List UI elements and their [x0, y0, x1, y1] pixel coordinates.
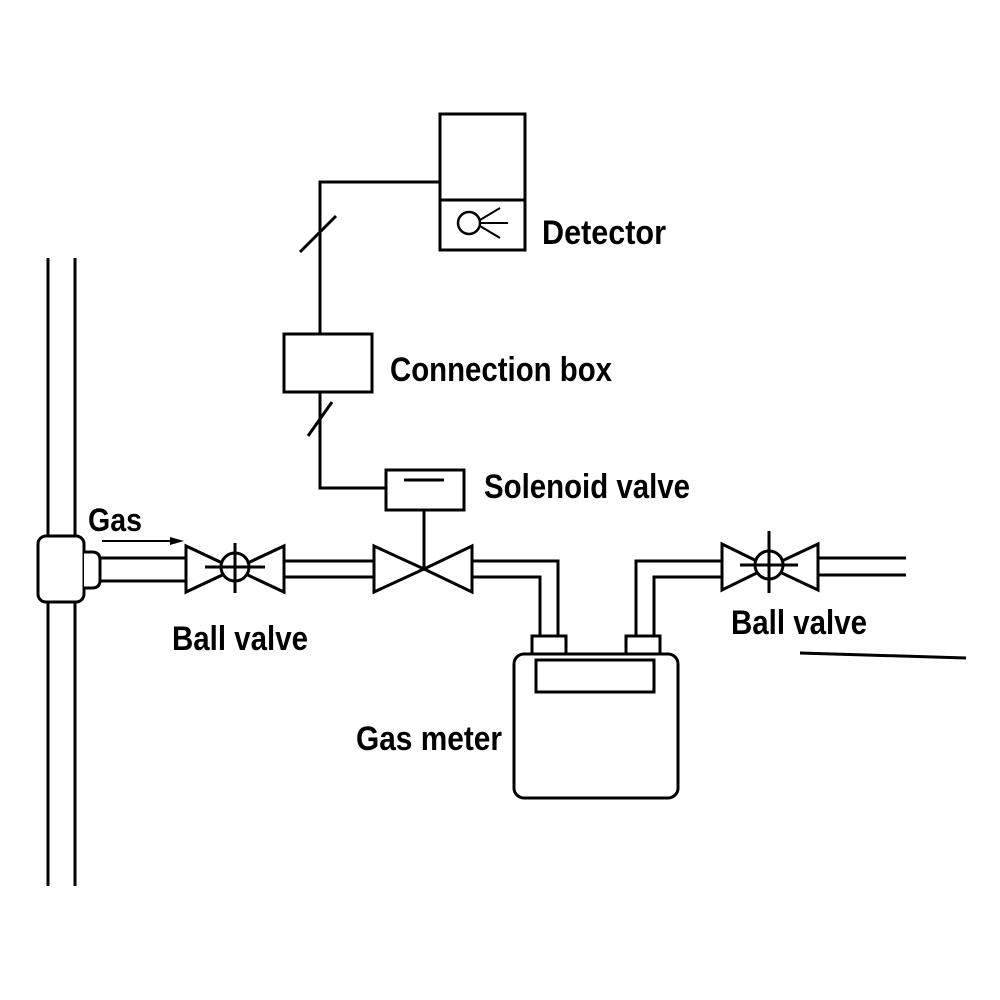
gas-meter [512, 634, 680, 800]
main-pipe [100, 556, 906, 636]
gas-label: Gas [88, 502, 142, 538]
ball-valve-left-label: Ball valve [172, 620, 308, 658]
signal-cable [298, 180, 440, 490]
gas-meter-label: Gas meter [356, 720, 502, 758]
tee-fitting [36, 534, 102, 604]
detector-label: Detector [542, 214, 666, 252]
detector [438, 112, 527, 252]
solenoid-valve-label: Solenoid valve [484, 468, 690, 506]
stray-line [799, 651, 967, 660]
connection-box-label: Connection box [390, 351, 612, 389]
ball-valve-right [720, 531, 820, 593]
ball-valve-right-label: Ball valve [731, 604, 867, 642]
connection-box [282, 332, 374, 394]
gas-flow-arrow [102, 537, 184, 545]
solenoid-valve-body [372, 510, 474, 595]
solenoid-actuator [384, 468, 466, 512]
detector-sensor-icon [456, 207, 508, 239]
ball-valve-left [184, 543, 286, 595]
